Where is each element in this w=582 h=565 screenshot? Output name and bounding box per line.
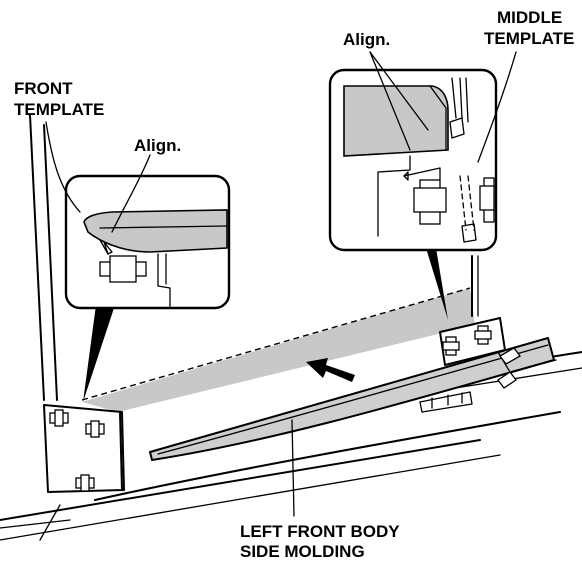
middle-align-label: Align. xyxy=(343,30,390,49)
front-template-clip xyxy=(75,474,95,492)
front-template-label: FRONT TEMPLATE xyxy=(14,79,104,119)
middle-template-label: MIDDLE TEMPLATE xyxy=(484,8,574,48)
molding-label-line-1: LEFT FRONT BODY xyxy=(240,522,400,541)
front-detail-callout xyxy=(64,174,231,402)
middle-template-clip xyxy=(474,325,492,345)
side-molding xyxy=(149,337,557,461)
molding-label-line-2: SIDE MOLDING xyxy=(240,542,365,561)
middle-detail-clip xyxy=(413,179,447,225)
middle-template-label-line-1: MIDDLE xyxy=(497,8,562,27)
diagram-labels: FRONT TEMPLATE Align. Align. MIDDLE TEMP… xyxy=(14,8,574,561)
middle-detail-clip xyxy=(479,177,495,223)
middle-template-label-line-2: TEMPLATE xyxy=(484,29,574,48)
alignment-band xyxy=(81,287,475,412)
arrow-icon xyxy=(306,358,355,382)
front-template-label-line-1: FRONT xyxy=(14,79,73,98)
molding-label: LEFT FRONT BODY SIDE MOLDING xyxy=(240,522,404,561)
middle-template-clip xyxy=(442,336,460,356)
leader-lines xyxy=(45,51,517,517)
front-template-piece xyxy=(43,404,125,493)
front-align-label: Align. xyxy=(134,136,181,155)
molding-clip xyxy=(499,347,521,365)
front-template-label-line-2: TEMPLATE xyxy=(14,100,104,119)
middle-detail-callout xyxy=(328,68,498,320)
front-template-clip xyxy=(49,409,69,427)
front-template-clip xyxy=(85,420,105,438)
front-detail-clip xyxy=(99,255,147,283)
vehicle-body-outline xyxy=(0,114,582,541)
molding-clip xyxy=(497,371,517,389)
